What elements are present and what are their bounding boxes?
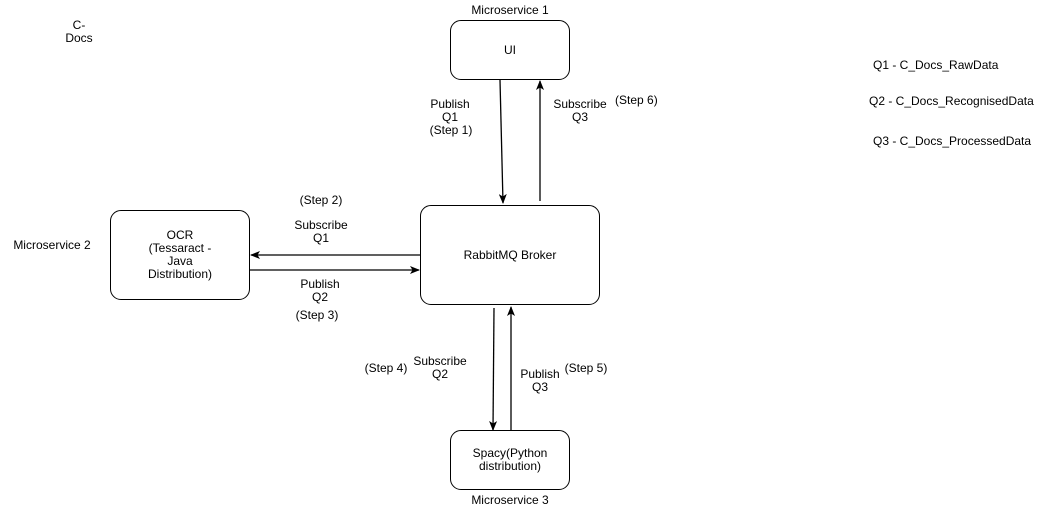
rabbitmq-broker-label: RabbitMQ Broker: [463, 247, 557, 262]
ocr-node-caption: Microservice 2: [13, 238, 91, 252]
ui-node-label: UI: [504, 42, 516, 57]
spacy-node-label: Spacy(Python distribution): [472, 446, 548, 473]
edge-subscribe-q1-action: Subscribe Q1: [294, 218, 348, 245]
edge-publish-q2-action: Publish Q2: [300, 277, 340, 304]
edge-publish-q3-action: Publish Q3: [520, 367, 560, 394]
spacy-node: Spacy(Python distribution): [450, 430, 570, 490]
edge-publish-q3-step: (Step 5): [564, 361, 608, 375]
edge-subscribe-q2-step: (Step 4): [364, 361, 408, 375]
edge-subscribe-q2-arrow: [489, 307, 498, 431]
legend-item-q1: Q1 - C_Docs_RawData: [873, 58, 999, 72]
legend-item-q3: Q3 - C_Docs_ProcessedData: [873, 134, 1032, 148]
edge-publish-q1-step: (Step 1): [429, 123, 473, 137]
ocr-node-label: OCR (Tessaract - Java Distribution): [147, 228, 213, 281]
rabbitmq-broker-node: RabbitMQ Broker: [420, 205, 600, 305]
edge-publish-q1-action: Publish Q1: [430, 97, 470, 124]
diagram-title: C- Docs: [65, 18, 93, 45]
ui-node-caption: Microservice 1: [471, 3, 549, 17]
edge-subscribe-q1-step: (Step 2): [299, 193, 343, 207]
edge-subscribe-q3-action: Subscribe Q3: [553, 97, 607, 124]
edge-subscribe-q3-step: (Step 6): [615, 93, 658, 107]
ocr-node: OCR (Tessaract - Java Distribution): [110, 210, 250, 300]
edge-publish-q2-step: (Step 3): [295, 308, 339, 322]
spacy-node-caption: Microservice 3: [471, 493, 549, 507]
edge-subscribe-q2-action: Subscribe Q2: [413, 354, 467, 381]
legend-item-q2: Q2 - C_Docs_RecognisedData: [869, 94, 1034, 108]
edge-publish-q1-arrow: [498, 79, 507, 204]
ui-node: UI: [450, 20, 570, 80]
